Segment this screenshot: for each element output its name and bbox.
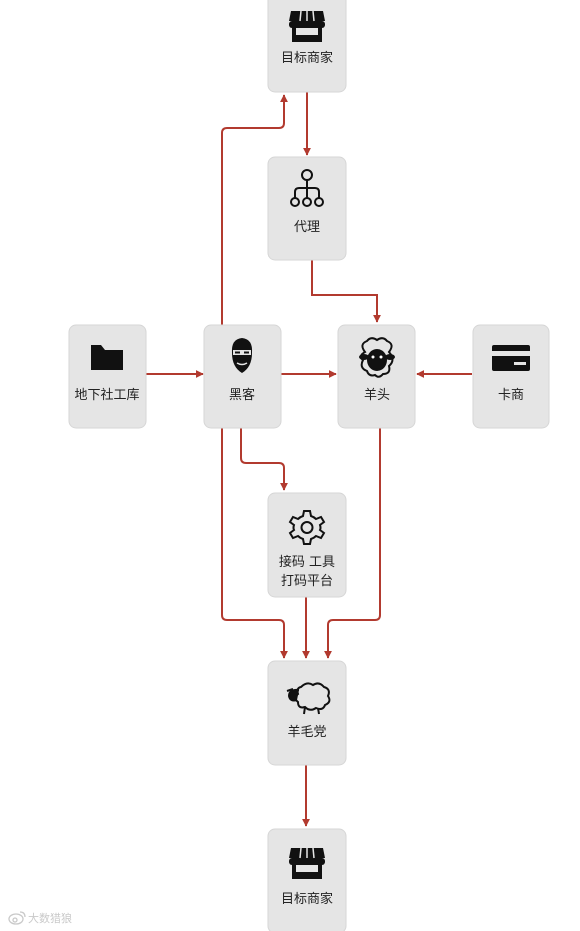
node-card-dealer: 卡商 (472, 324, 550, 429)
watermark-text: 大数猎狼 (28, 911, 72, 925)
node-label: 卡商 (498, 388, 524, 403)
edge-hacker-to-wool-party (221, 428, 288, 659)
weibo-logo-icon (8, 911, 26, 925)
masked-person-icon (231, 338, 253, 373)
edge-hacker-to-sms-tool (240, 428, 288, 491)
node-wool-party: 羊毛党 (267, 660, 347, 766)
gear-icon (288, 510, 326, 545)
storefront-icon (289, 847, 325, 879)
node-label-line2: 打码平台 (281, 574, 333, 589)
node-sms-tool: 接码 工具 打码平台 (267, 492, 347, 598)
sheep-face-icon (359, 337, 395, 378)
node-label-line1: 接码 工具 (279, 554, 335, 570)
node-sheep-head: 羊头 (337, 324, 416, 429)
storefront-icon (289, 10, 325, 42)
node-label: 羊毛党 (287, 724, 326, 740)
node-target-merchant-top: 目标商家 (267, 0, 347, 93)
edge-sheep-head-to-wool-party (324, 428, 381, 659)
edge-agent-to-sheep-head (311, 260, 381, 323)
node-label: 羊头 (364, 387, 390, 403)
node-underground-db: 地下社工库 (68, 324, 147, 429)
node-hacker: 黑客 (203, 324, 282, 429)
node-agent: 代理 (267, 156, 347, 261)
node-label: 目标商家 (281, 891, 333, 907)
sheep-icon (286, 682, 331, 715)
node-label: 代理 (294, 220, 320, 235)
node-target-merchant-bottom: 目标商家 (267, 828, 347, 931)
org-tree-icon (290, 169, 324, 207)
watermark: 大数猎狼 (8, 911, 72, 925)
node-label: 地下社工库 (74, 387, 139, 403)
credit-card-icon (492, 345, 530, 371)
edges (146, 92, 472, 827)
node-label: 目标商家 (281, 50, 333, 66)
edge-hacker-to-target-merchant (221, 94, 288, 325)
folder-icon (91, 345, 123, 370)
node-label: 黑客 (229, 387, 255, 403)
